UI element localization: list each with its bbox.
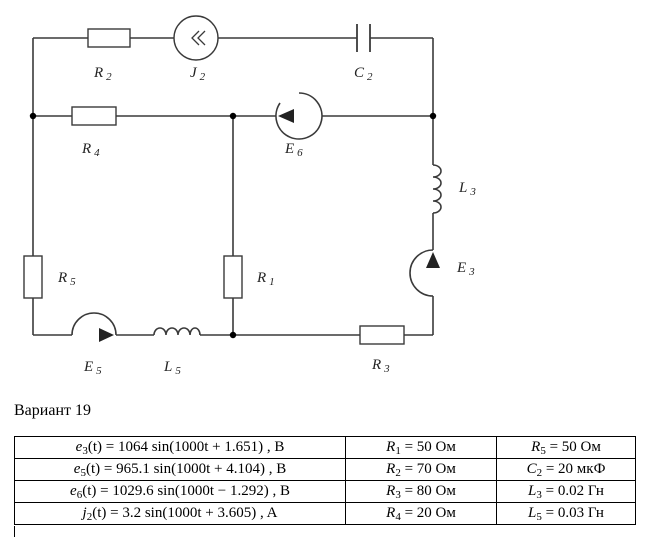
cell-expression: = 0.03 Гн bbox=[541, 504, 604, 521]
cell-expression: (t) = 1064 sin(1000t + 1.651) , B bbox=[87, 438, 285, 455]
emf-source-E3 bbox=[409, 249, 440, 297]
cell-subscript: 5 bbox=[536, 510, 542, 523]
cell-expression: = 80 Ом bbox=[400, 482, 456, 499]
table-cell: e5(t) = 965.1 sin(1000t + 4.104) , B bbox=[14, 458, 346, 481]
cell-subscript: 2 bbox=[395, 466, 401, 479]
cell-variable: j bbox=[82, 504, 87, 521]
table-cell: R1 = 50 Ом bbox=[345, 436, 497, 459]
cell-subscript: 3 bbox=[536, 488, 542, 501]
resistor-R5 bbox=[23, 255, 43, 299]
cell-expression: = 50 Ом bbox=[545, 438, 601, 455]
table-cell: e6(t) = 1029.6 sin(1000t − 1.292) , B bbox=[14, 480, 346, 503]
table-cell: R4 = 20 Ом bbox=[345, 502, 497, 525]
resistor-R3 bbox=[359, 325, 405, 345]
cell-subscript: 5 bbox=[80, 466, 86, 479]
table-cell: L5 = 0.03 Гн bbox=[496, 502, 636, 525]
junction-node bbox=[429, 112, 437, 120]
cell-variable: C bbox=[526, 460, 537, 477]
capacitor-C2 bbox=[356, 24, 371, 52]
emf-source-E5 bbox=[71, 312, 117, 342]
table-cell: L3 = 0.02 Гн bbox=[496, 480, 636, 503]
emf-source-E6 bbox=[275, 92, 323, 140]
cell-variable: e bbox=[75, 438, 83, 455]
table-cell: R5 = 50 Ом bbox=[496, 436, 636, 459]
resistor-R2 bbox=[87, 28, 131, 48]
cell-variable: R bbox=[386, 438, 396, 455]
resistor-R4 bbox=[71, 106, 117, 126]
cell-subscript: 3 bbox=[82, 444, 88, 457]
cell-subscript: 4 bbox=[395, 510, 401, 523]
junction-node bbox=[229, 331, 237, 339]
resistor-R1 bbox=[223, 255, 243, 299]
cell-expression: = 20 Ом bbox=[400, 504, 456, 521]
cell-variable: R bbox=[386, 460, 396, 477]
cell-variable: L bbox=[528, 504, 537, 521]
table-cell: j2(t) = 3.2 sin(1000t + 3.605) , A bbox=[14, 502, 346, 525]
cell-expression: = 0.02 Гн bbox=[541, 482, 604, 499]
cell-subscript: 2 bbox=[536, 466, 543, 479]
cell-variable: e bbox=[73, 460, 81, 477]
cell-subscript: 6 bbox=[76, 488, 83, 501]
cell-expression: = 20 мкФ bbox=[542, 460, 606, 477]
junction-node bbox=[29, 112, 37, 120]
cell-subscript: 5 bbox=[540, 444, 546, 457]
inductor-L5 bbox=[153, 327, 201, 336]
cell-subscript: 3 bbox=[395, 488, 401, 501]
cell-variable: R bbox=[531, 438, 541, 455]
table-cell: R2 = 70 Ом bbox=[345, 458, 497, 481]
cell-expression: (t) = 3.2 sin(1000t + 3.605) , A bbox=[92, 504, 278, 521]
junction-node bbox=[229, 112, 237, 120]
table-cell: e3(t) = 1064 sin(1000t + 1.651) , B bbox=[14, 436, 346, 459]
table-cell: C2 = 20 мкФ bbox=[496, 458, 636, 481]
variant-title: Вариант 19 bbox=[14, 402, 91, 419]
cell-variable: R bbox=[386, 504, 396, 521]
cell-variable: R bbox=[386, 482, 396, 499]
page-edge-line bbox=[14, 526, 15, 537]
cell-variable: e bbox=[70, 482, 77, 499]
inductor-L3 bbox=[432, 164, 442, 214]
wires bbox=[32, 37, 434, 336]
table-cell: R3 = 80 Ом bbox=[345, 480, 497, 503]
cell-expression: = 70 Ом bbox=[400, 460, 456, 477]
cell-expression: = 50 Ом bbox=[400, 438, 456, 455]
current-source-J2 bbox=[173, 15, 219, 61]
cell-expression: (t) = 1029.6 sin(1000t − 1.292) , B bbox=[82, 482, 290, 499]
cell-subscript: 2 bbox=[86, 510, 93, 523]
cell-subscript: 1 bbox=[395, 444, 401, 457]
cell-variable: L bbox=[528, 482, 537, 499]
cell-expression: (t) = 965.1 sin(1000t + 4.104) , B bbox=[85, 460, 287, 477]
